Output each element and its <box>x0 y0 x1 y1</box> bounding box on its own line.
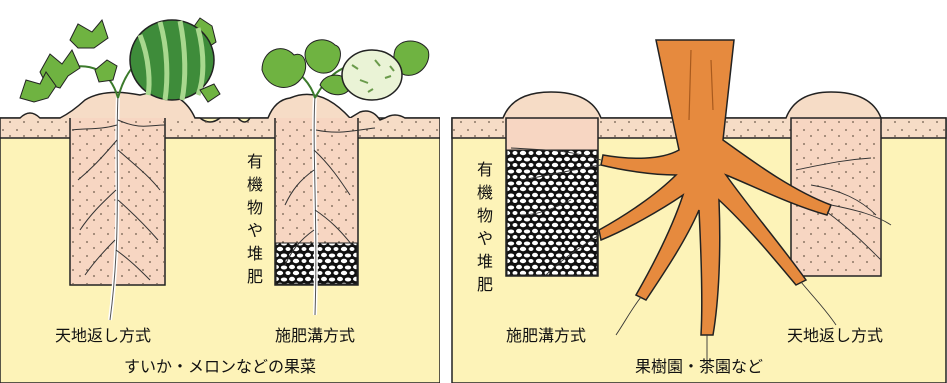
melon-plant <box>262 40 429 100</box>
right-panel-orchard: 有機物や堆肥 施肥溝方式 天地返し方式 果樹園・茶園など <box>451 0 947 383</box>
panel-caption-orchard: 果樹園・茶園など <box>451 353 947 377</box>
compost-vertical-label: 有機物や堆肥 <box>246 150 264 288</box>
compost-vertical-label: 有機物や堆肥 <box>476 158 494 296</box>
watermelon-plant <box>20 18 220 102</box>
left-panel-vegetables: 有機物や堆肥 天地返し方式 施肥溝方式 すいか・メロンなどの果菜 <box>0 0 440 383</box>
method-label-fertilizer-trench: 施肥溝方式 <box>275 322 355 346</box>
method-label-tenchigaeshi: 天地返し方式 <box>787 322 883 346</box>
method-label-fertilizer-trench: 施肥溝方式 <box>506 322 586 346</box>
compost-layer <box>507 150 597 275</box>
panel-caption-vegetables: すいか・メロンなどの果菜 <box>0 353 440 377</box>
melon-fruit <box>342 50 402 100</box>
method-label-tenchigaeshi: 天地返し方式 <box>55 322 151 346</box>
